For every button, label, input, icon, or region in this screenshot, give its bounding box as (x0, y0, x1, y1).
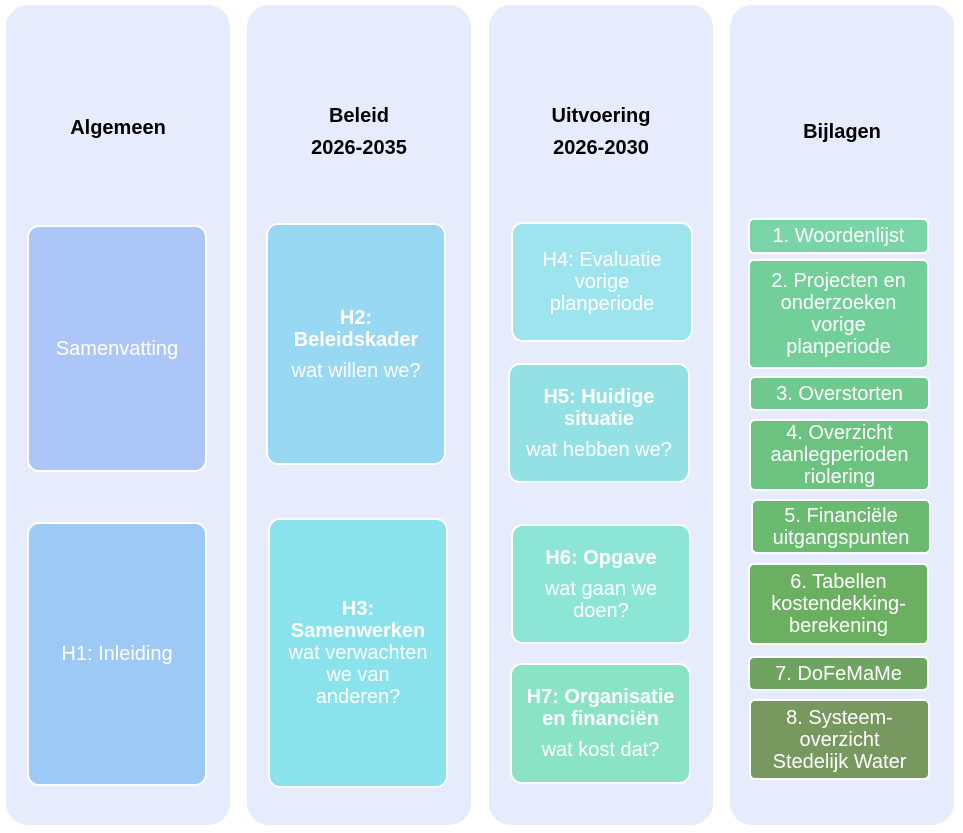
column-title-uitvoering-line2: 2026-2030 (553, 137, 649, 159)
appendix-1-label: 1. Woordenlijst (772, 225, 905, 247)
column-title-beleid: Beleid 2026-2035 (247, 100, 471, 164)
chapter-h2-title-line2: Beleidskader (293, 328, 419, 351)
chapter-samenvatting-label: Samenvatting (55, 337, 179, 360)
column-title-algemeen: Algemeen (70, 117, 166, 139)
chapter-h6-question-line2: doen? (573, 599, 629, 622)
chapter-h3-title-line2: Samenwerken (290, 620, 426, 642)
chapter-h3-title-line1: H3: (341, 598, 375, 620)
chapter-h6[interactable]: H6: Opgave wat gaan we doen? (511, 524, 691, 644)
appendix-2[interactable]: 2. Projecten en onderzoeken vorige planp… (748, 259, 929, 369)
appendix-4-line1: 4. Overzicht (786, 422, 893, 444)
chapter-h7-title-line2: en financiën (542, 708, 659, 730)
chapter-h6-question-line1: wat gaan we (544, 577, 658, 600)
column-title-bijlagen: Bijlagen (803, 121, 881, 143)
appendix-5[interactable]: 5. Financiële uitgangspunten (751, 499, 931, 554)
appendix-4-line2: aanlegperioden (770, 444, 909, 466)
column-title-uitvoering-line1: Uitvoering (551, 105, 651, 127)
appendix-3[interactable]: 3. Overstorten (749, 376, 930, 411)
appendix-6-line3: berekening (789, 615, 888, 637)
chapter-h3-question-line3: anderen? (315, 686, 401, 708)
appendix-7-label: 7. DoFeMaMe (775, 662, 902, 685)
chapter-h3[interactable]: H3: Samenwerken wat verwachten we van an… (268, 518, 448, 788)
chapter-h5-question: wat hebben we? (526, 438, 672, 461)
appendix-7[interactable]: 7. DoFeMaMe (748, 656, 929, 691)
chapter-samenvatting[interactable]: Samenvatting (27, 225, 207, 472)
chapter-h3-question-line2: we van (326, 664, 390, 686)
chapter-h3-question-line1: wat verwachten (288, 642, 428, 664)
appendix-8-line3: Stedelijk Water (772, 750, 907, 773)
appendix-6-line1: 6. Tabellen (790, 571, 887, 593)
appendix-2-line1: 2. Projecten en (771, 270, 906, 292)
chapter-h2-title-line1: H2: (339, 306, 373, 329)
appendix-2-line4: planperiode (786, 336, 891, 358)
appendix-5-line2: uitgangspunten (772, 526, 910, 549)
chapter-h4[interactable]: H4: Evaluatie vorige planperiode (511, 222, 693, 342)
chapter-h5-title-line2: situatie (563, 407, 635, 430)
column-title-beleid-line1: Beleid (328, 105, 390, 127)
chapter-h7[interactable]: H7: Organisatie en financiën wat kost da… (510, 663, 691, 784)
appendix-5-line1: 5. Financiële (784, 504, 898, 527)
chapter-h1[interactable]: H1: Inleiding (27, 522, 207, 786)
chapter-h7-title-line1: H7: Organisatie (526, 686, 675, 708)
appendix-3-label: 3. Overstorten (776, 382, 903, 405)
chapter-h5[interactable]: H5: Huidige situatie wat hebben we? (508, 363, 690, 483)
column-title-uitvoering: Uitvoering 2026-2030 (489, 100, 713, 164)
appendix-4-line3: riolering (803, 466, 876, 488)
appendix-6[interactable]: 6. Tabellen kostendekking- berekening (748, 563, 929, 645)
chapter-h6-title: H6: Opgave (545, 546, 657, 569)
appendix-4[interactable]: 4. Overzicht aanlegperioden riolering (749, 419, 930, 491)
chapter-h4-line3: planperiode (549, 293, 655, 315)
column-title-beleid-line2: 2026-2035 (311, 137, 407, 159)
appendix-2-line3: vorige (811, 314, 866, 336)
chapter-h2[interactable]: H2: Beleidskader wat willen we? (266, 223, 446, 465)
appendix-1[interactable]: 1. Woordenlijst (748, 218, 929, 254)
chapter-h7-question: wat kost dat? (541, 739, 660, 761)
chapter-h4-line2: vorige (574, 271, 630, 293)
appendix-2-line2: onderzoeken (780, 292, 897, 314)
chapter-h2-question: wat willen we? (291, 359, 421, 382)
appendix-8[interactable]: 8. Systeem- overzicht Stedelijk Water (749, 699, 930, 780)
appendix-8-line1: 8. Systeem- (786, 706, 893, 729)
chapter-h5-title-line1: H5: Huidige (543, 385, 655, 408)
chapter-h1-label: H1: Inleiding (61, 643, 173, 665)
appendix-6-line2: kostendekking- (771, 593, 906, 615)
appendix-8-line2: overzicht (799, 728, 880, 751)
chapter-h4-line1: H4: Evaluatie (542, 249, 662, 271)
